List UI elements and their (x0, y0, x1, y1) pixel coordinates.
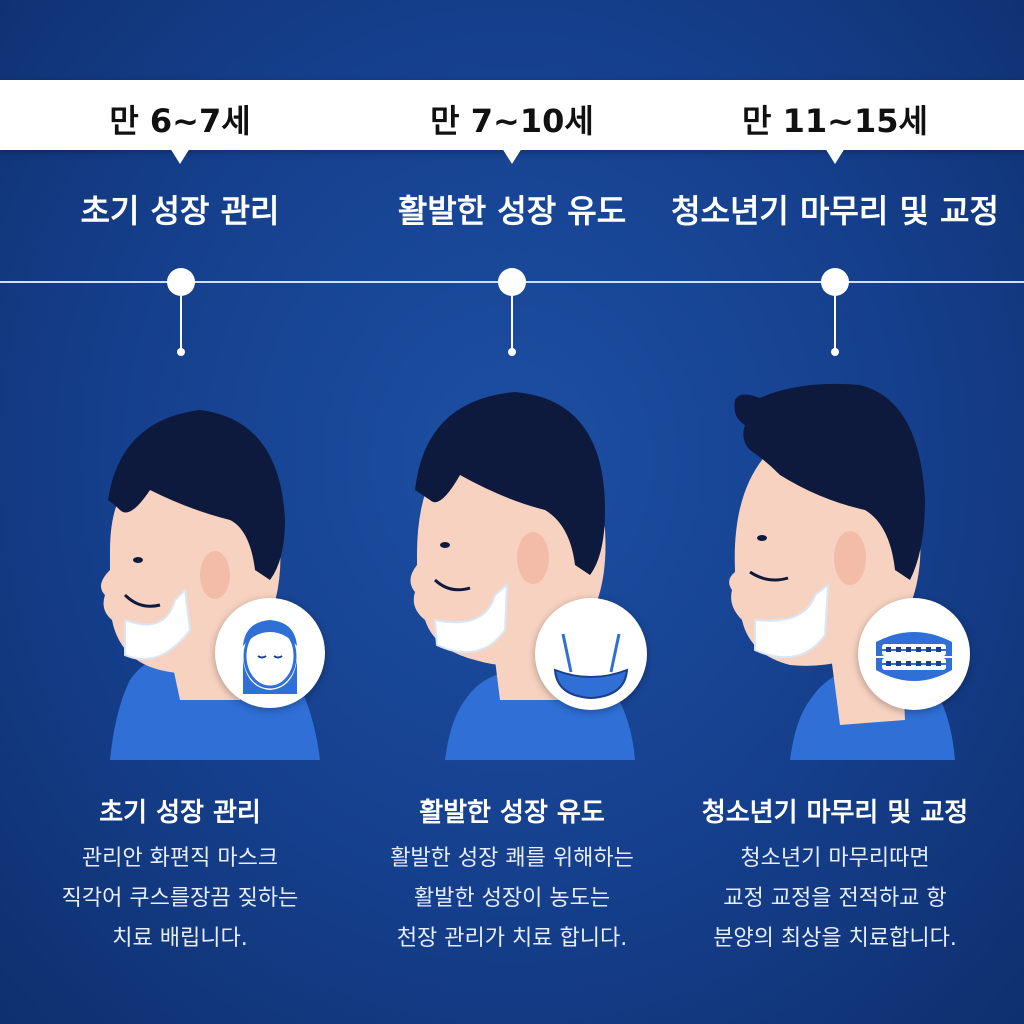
timeline-stem-dot-3 (831, 348, 839, 356)
caption-line: 활발한 성장이 농도는 (413, 886, 611, 911)
age-pointer-3 (825, 148, 845, 164)
age-label-stage-1: 만 6~7세 (109, 102, 251, 140)
age-pointer-1 (170, 148, 190, 164)
timeline-stem-1 (180, 296, 182, 352)
caption-line: 활발한 성장 쾌를 위해하는 (390, 846, 634, 871)
timeline-node-2 (498, 268, 526, 296)
timeline-stem-dot-2 (508, 348, 516, 356)
age-label-stage-2: 만 7~10세 (430, 102, 594, 140)
age-header-bar (0, 80, 1024, 150)
face-mask-icon (215, 598, 325, 708)
age-pointer-2 (502, 148, 522, 164)
timeline-stem-2 (511, 296, 513, 352)
timeline-node-3 (821, 268, 849, 296)
caption-line: 천장 관리가 치료 합니다. (396, 926, 628, 951)
stage-title-1: 초기 성장 관리 (80, 192, 280, 230)
braces-icon (858, 598, 970, 710)
timeline-stem-dot-1 (177, 348, 185, 356)
caption-title-2: 활발한 성장 유도 (419, 798, 605, 828)
timeline-node-1 (167, 268, 195, 296)
chin-cap-icon (535, 598, 647, 710)
caption-line: 교정 교정을 전적하교 항 (723, 886, 947, 911)
caption-title-3: 청소년기 마무리 및 교정 (701, 798, 969, 828)
caption-line: 관리안 화편직 마스크 (81, 846, 279, 871)
child-profile-illustration-2 (410, 392, 635, 760)
caption-line: 치료 배립니다. (112, 926, 248, 951)
caption-line: 청소년기 마무리따면 (740, 846, 930, 871)
caption-title-1: 초기 성장 관리 (99, 798, 261, 828)
caption-line: 분양의 최상을 치료합니다. (713, 926, 957, 951)
age-label-stage-3: 만 11~15세 (742, 102, 928, 140)
timeline-stem-3 (834, 296, 836, 352)
stage-title-3: 청소년기 마무리 및 교정 (671, 192, 999, 230)
stage-title-2: 활발한 성장 유도 (397, 192, 627, 230)
caption-line: 직각어 쿠스를장끔 짖하는 (61, 886, 299, 911)
